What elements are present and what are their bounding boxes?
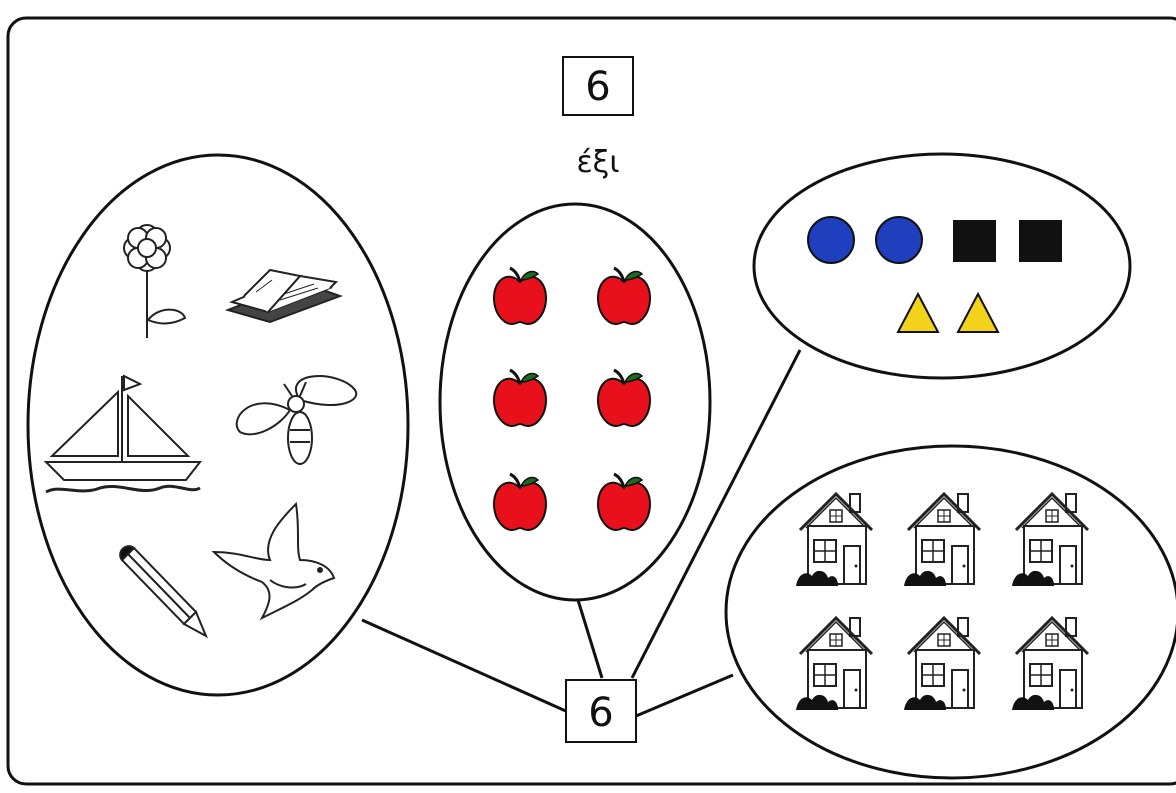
title-number-box: 6 [562, 56, 634, 116]
blue-circle-icon [875, 216, 923, 264]
bottom-number: 6 [588, 690, 613, 736]
group-shapes [752, 152, 1132, 380]
black-square-icon [1019, 220, 1062, 262]
blue-circle-icon [807, 216, 855, 264]
yellow-triangle-icon [896, 291, 940, 333]
flower-icon [123, 224, 187, 338]
black-square-icon [953, 220, 996, 262]
group-mixed-objects [26, 153, 410, 697]
pencil-icon [119, 545, 209, 639]
bottom-number-box: 6 [565, 679, 637, 743]
title-number: 6 [585, 64, 610, 110]
book-icon [224, 268, 343, 324]
sailboat-icon [43, 374, 203, 494]
connector-lines [361, 349, 802, 718]
group-houses [724, 444, 1176, 780]
bird-icon [211, 501, 336, 621]
bee-icon [235, 375, 358, 465]
group-apples [438, 202, 712, 602]
title-word: έξι [576, 145, 619, 180]
yellow-triangle-icon [956, 291, 1000, 333]
